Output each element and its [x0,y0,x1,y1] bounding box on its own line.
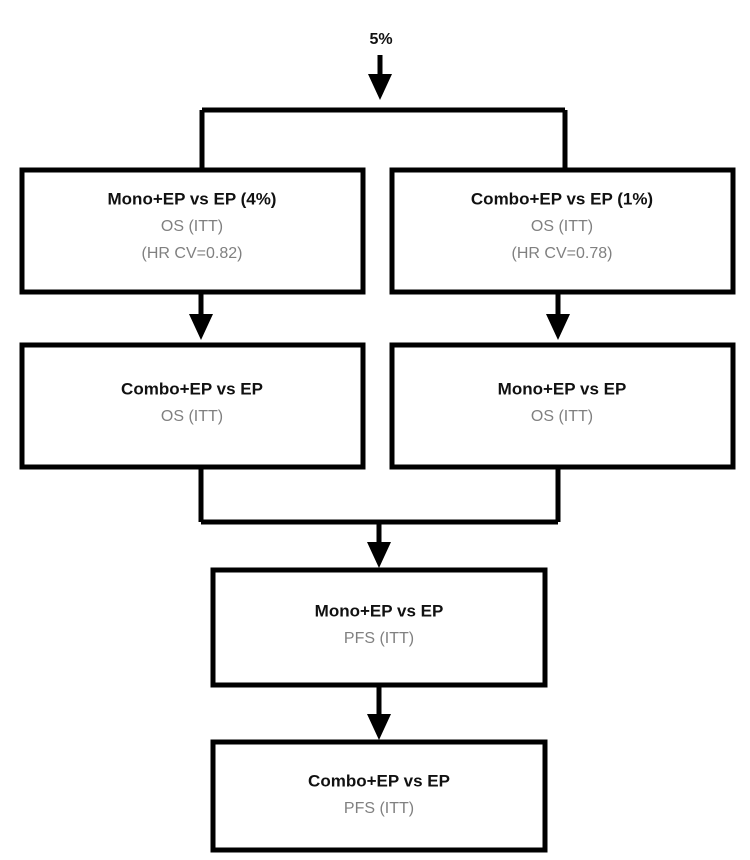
edge-node1-to-node3 [189,294,213,340]
node-2-line3: (HR CV=0.78) [512,245,613,262]
arrow-head-icon [367,714,391,740]
node-3-title: Combo+EP vs EP [121,379,263,398]
node-2-title: Combo+EP vs EP (1%) [471,189,653,208]
node-1-line3: (HR CV=0.82) [142,245,243,262]
node-6-title: Combo+EP vs EP [308,771,450,790]
node-5-title: Mono+EP vs EP [315,601,444,620]
arrow-head-icon [546,314,570,340]
node-1-title: Mono+EP vs EP (4%) [108,189,277,208]
entry-alpha-label: 5% [369,31,392,48]
arrow-head-icon [368,74,392,100]
node-mono-ep-pfs-itt[interactable]: Mono+EP vs EP PFS (ITT) [210,567,548,688]
node-combo-ep-pfs-itt[interactable]: Combo+EP vs EP PFS (ITT) [210,739,548,853]
node-2-line2: OS (ITT) [531,218,593,235]
node-1-line2: OS (ITT) [161,218,223,235]
edge-merge-bar [198,469,561,525]
arrow-head-icon [189,314,213,340]
arrow-head-icon [367,542,391,568]
node-mono-ep-os-itt[interactable]: Mono+EP vs EP OS (ITT) [389,342,736,470]
node-4-line2: OS (ITT) [531,408,593,425]
node-combo-ep-os-itt-1pct[interactable]: Combo+EP vs EP (1%) OS (ITT) (HR CV=0.78… [389,167,736,295]
edge-node2-to-node4 [546,294,570,340]
edge-entry-to-split [368,55,392,100]
node-6-line2: PFS (ITT) [344,800,414,817]
node-4-title: Mono+EP vs EP [498,379,627,398]
node-3-line2: OS (ITT) [161,408,223,425]
edge-node5-to-node6 [367,687,391,740]
node-combo-ep-os-itt[interactable]: Combo+EP vs EP OS (ITT) [19,342,366,470]
edge-merge-to-node5 [367,522,391,568]
node-5-line2: PFS (ITT) [344,630,414,647]
edge-split-bar [199,107,568,170]
node-mono-ep-os-itt-4pct[interactable]: Mono+EP vs EP (4%) OS (ITT) (HR CV=0.82) [19,167,366,295]
